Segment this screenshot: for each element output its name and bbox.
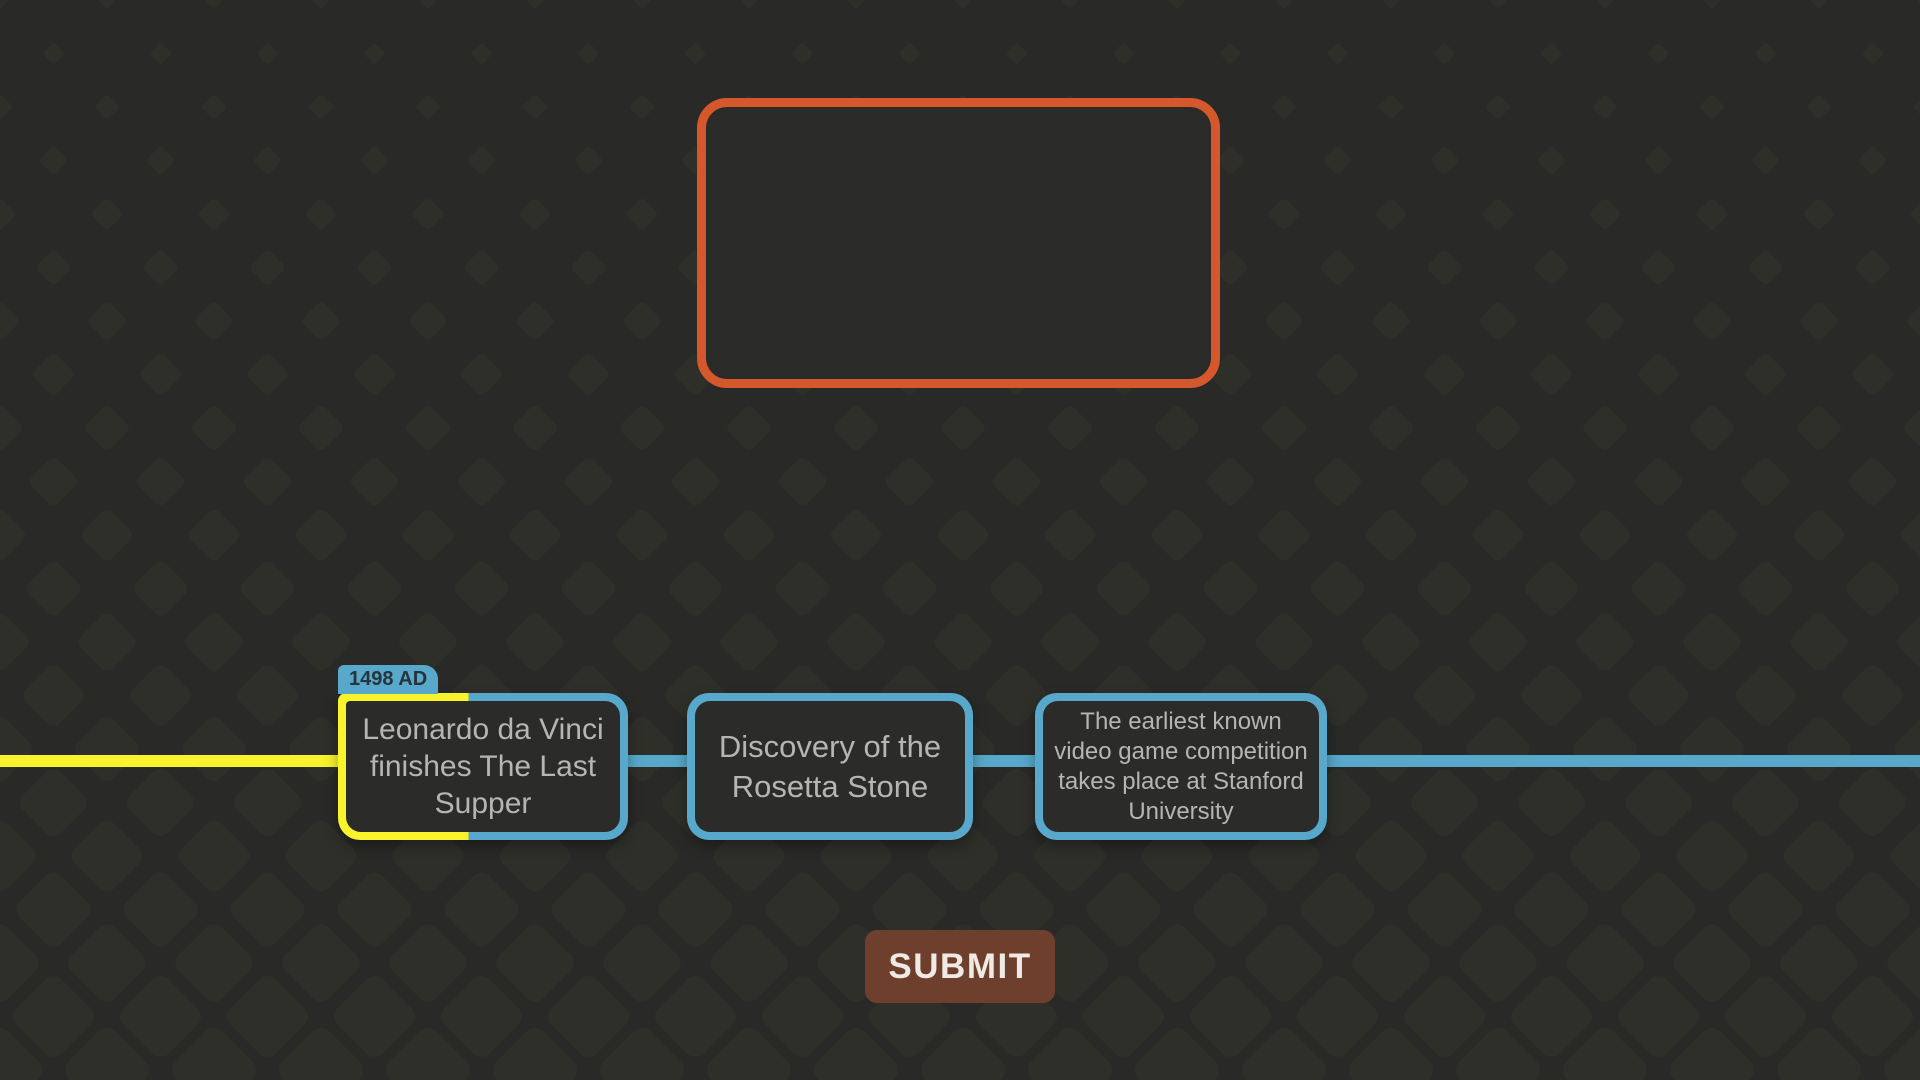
- card-title: Leonardo da Vinci finishes The Last Supp…: [346, 701, 620, 832]
- timeline-card[interactable]: Discovery of the Rosetta Stone: [687, 693, 973, 840]
- card-title: Discovery of the Rosetta Stone: [695, 701, 965, 832]
- submit-button[interactable]: SUBMIT: [865, 930, 1055, 1003]
- card-title: The earliest known video game competitio…: [1043, 701, 1319, 832]
- year-badge: 1498 AD: [338, 665, 439, 694]
- timeline-card-placed[interactable]: 1498 AD Leonardo da Vinci finishes The L…: [338, 665, 628, 840]
- card-drop-zone[interactable]: [697, 98, 1220, 388]
- timeline-card[interactable]: The earliest known video game competitio…: [1035, 693, 1327, 840]
